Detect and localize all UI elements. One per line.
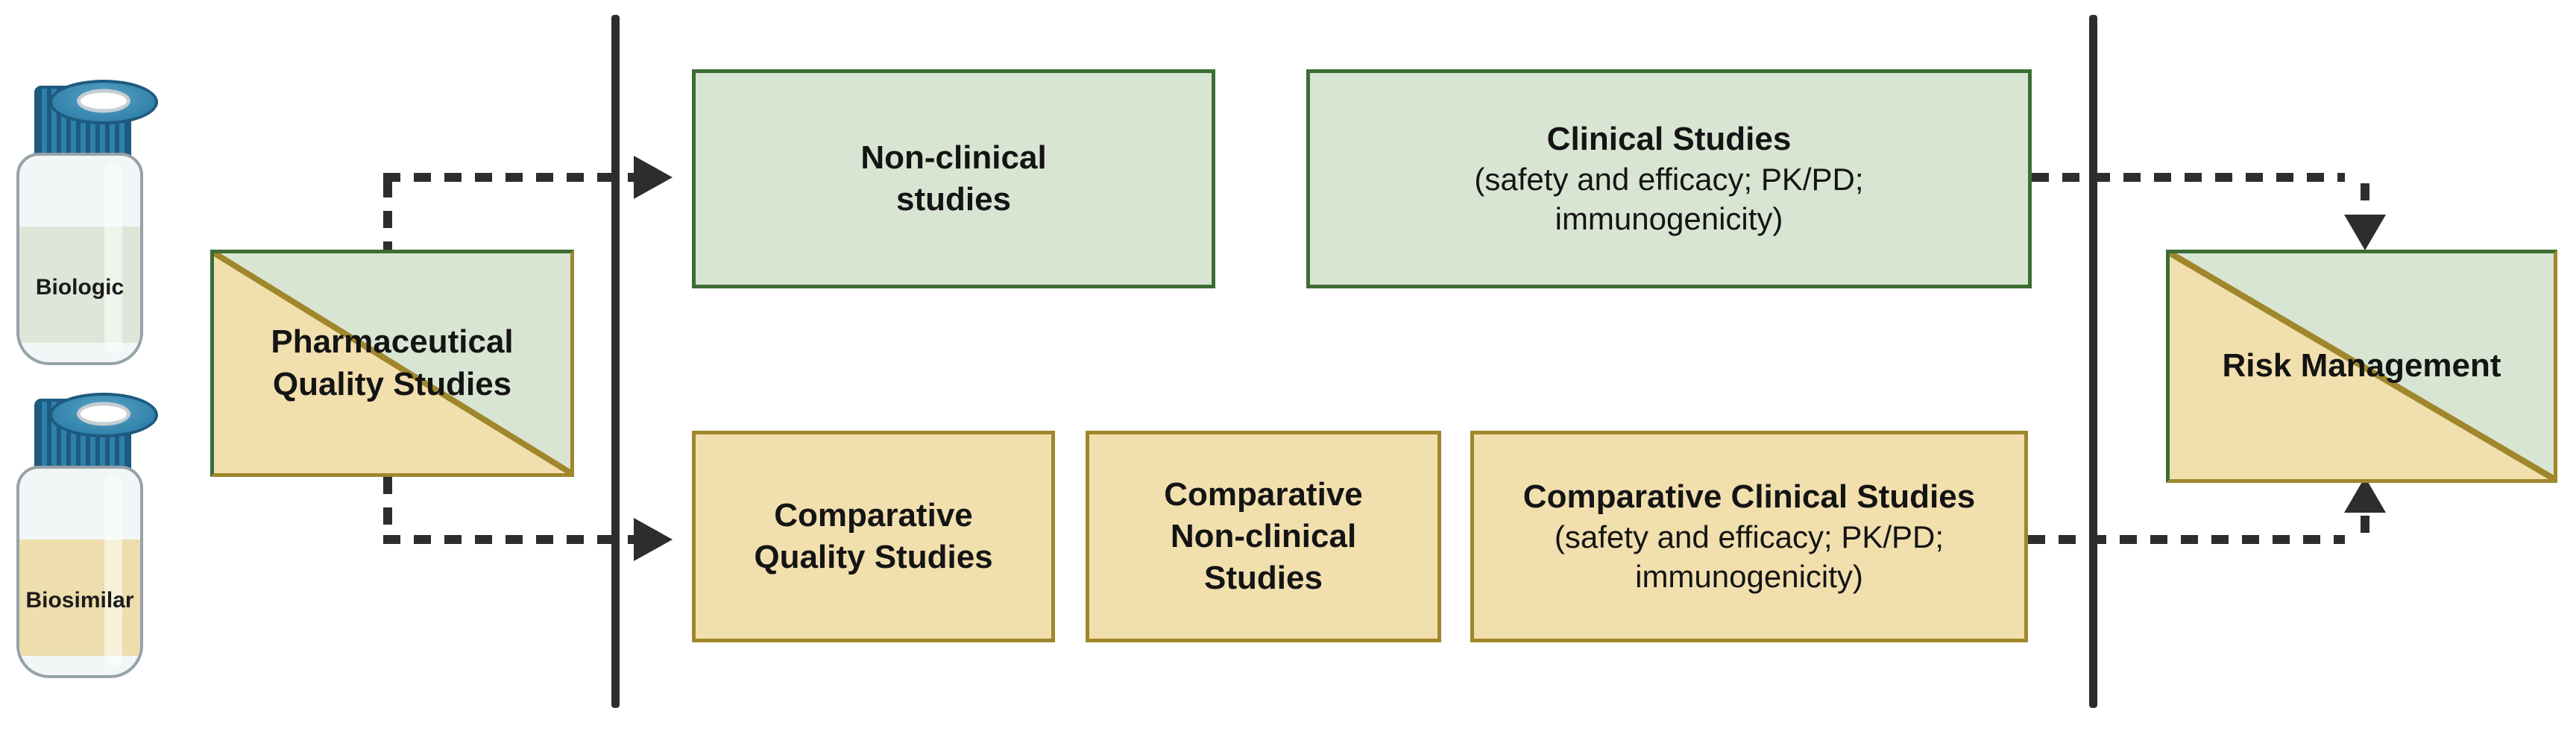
arrow-down-icon xyxy=(2344,215,2386,250)
connector-top-left-vertical xyxy=(383,180,392,250)
comparative-non-clinical-studies-box: Comparative Non-clinical Studies xyxy=(1086,431,1441,642)
box-title: Clinical Studies xyxy=(1546,120,1792,157)
vial-glass-highlight xyxy=(104,476,122,666)
vial-cap-icon xyxy=(34,393,158,478)
box-subtitle-line: immunogenicity) xyxy=(1635,559,1863,595)
comparative-quality-studies-box: Comparative Quality Studies xyxy=(692,431,1055,642)
box-text-line: Quality Studies xyxy=(272,365,512,402)
vial-body-icon: Biologic xyxy=(16,153,143,365)
connector-bottom-left-horizontal xyxy=(383,535,634,544)
clinical-studies-box: Clinical Studies (safety and efficacy; P… xyxy=(1306,69,2032,288)
box-text-line: Comparative xyxy=(1164,475,1363,513)
box-title: Risk Management xyxy=(2222,347,2501,385)
connector-top-right-vertical xyxy=(2361,183,2369,212)
right-divider-line xyxy=(2089,15,2097,708)
connector-top-right-horizontal xyxy=(2032,173,2345,182)
vial-cap-hole-icon xyxy=(77,89,130,113)
arrow-right-icon xyxy=(634,156,673,199)
box-text-line: Quality Studies xyxy=(754,539,993,575)
vial-body-icon: Biosimilar xyxy=(16,466,143,678)
left-divider-line xyxy=(611,15,620,708)
biosimilar-vial-label: Biosimilar xyxy=(25,588,134,613)
box-text-line: studies xyxy=(895,181,1012,218)
risk-management-box: Risk Management xyxy=(2166,250,2557,483)
box-subtitle-line: immunogenicity) xyxy=(1555,201,1783,237)
box-text-line: Non-clinical xyxy=(860,139,1047,176)
box-subtitle-line: (safety and efficacy; PK/PD; xyxy=(1554,519,1944,555)
vial-cap-hole-icon xyxy=(77,402,130,426)
biologic-vial-label: Biologic xyxy=(35,275,125,300)
box-subtitle-line: (safety and efficacy; PK/PD; xyxy=(1474,162,1864,197)
box-text-line: Comparative xyxy=(774,496,973,534)
connector-bottom-right-horizontal xyxy=(2028,535,2345,544)
non-clinical-studies-box: Non-clinical studies xyxy=(692,69,1215,288)
vial-cap-icon xyxy=(34,80,158,165)
comparative-clinical-studies-box: Comparative Clinical Studies (safety and… xyxy=(1470,431,2028,642)
arrow-right-icon xyxy=(634,518,673,561)
biosimilar-vial-illustration: Biosimilar xyxy=(16,390,158,680)
biologic-vial-illustration: Biologic xyxy=(16,77,158,367)
vial-cap-top-icon xyxy=(49,80,158,124)
box-text-line: Pharmaceutical xyxy=(271,323,514,361)
box-text-line: Non-clinical xyxy=(1170,517,1357,554)
connector-top-left-horizontal xyxy=(383,173,634,182)
pharmaceutical-quality-studies-box: Pharmaceutical Quality Studies xyxy=(210,250,574,477)
box-title: Comparative Clinical Studies xyxy=(1522,478,1976,515)
arrow-up-icon xyxy=(2344,477,2386,513)
connector-bottom-right-vertical xyxy=(2361,516,2369,534)
connector-bottom-left-vertical xyxy=(383,477,392,537)
vial-glass-highlight xyxy=(104,163,122,353)
box-text-line: Studies xyxy=(1204,560,1323,597)
vial-cap-top-icon xyxy=(49,393,158,437)
